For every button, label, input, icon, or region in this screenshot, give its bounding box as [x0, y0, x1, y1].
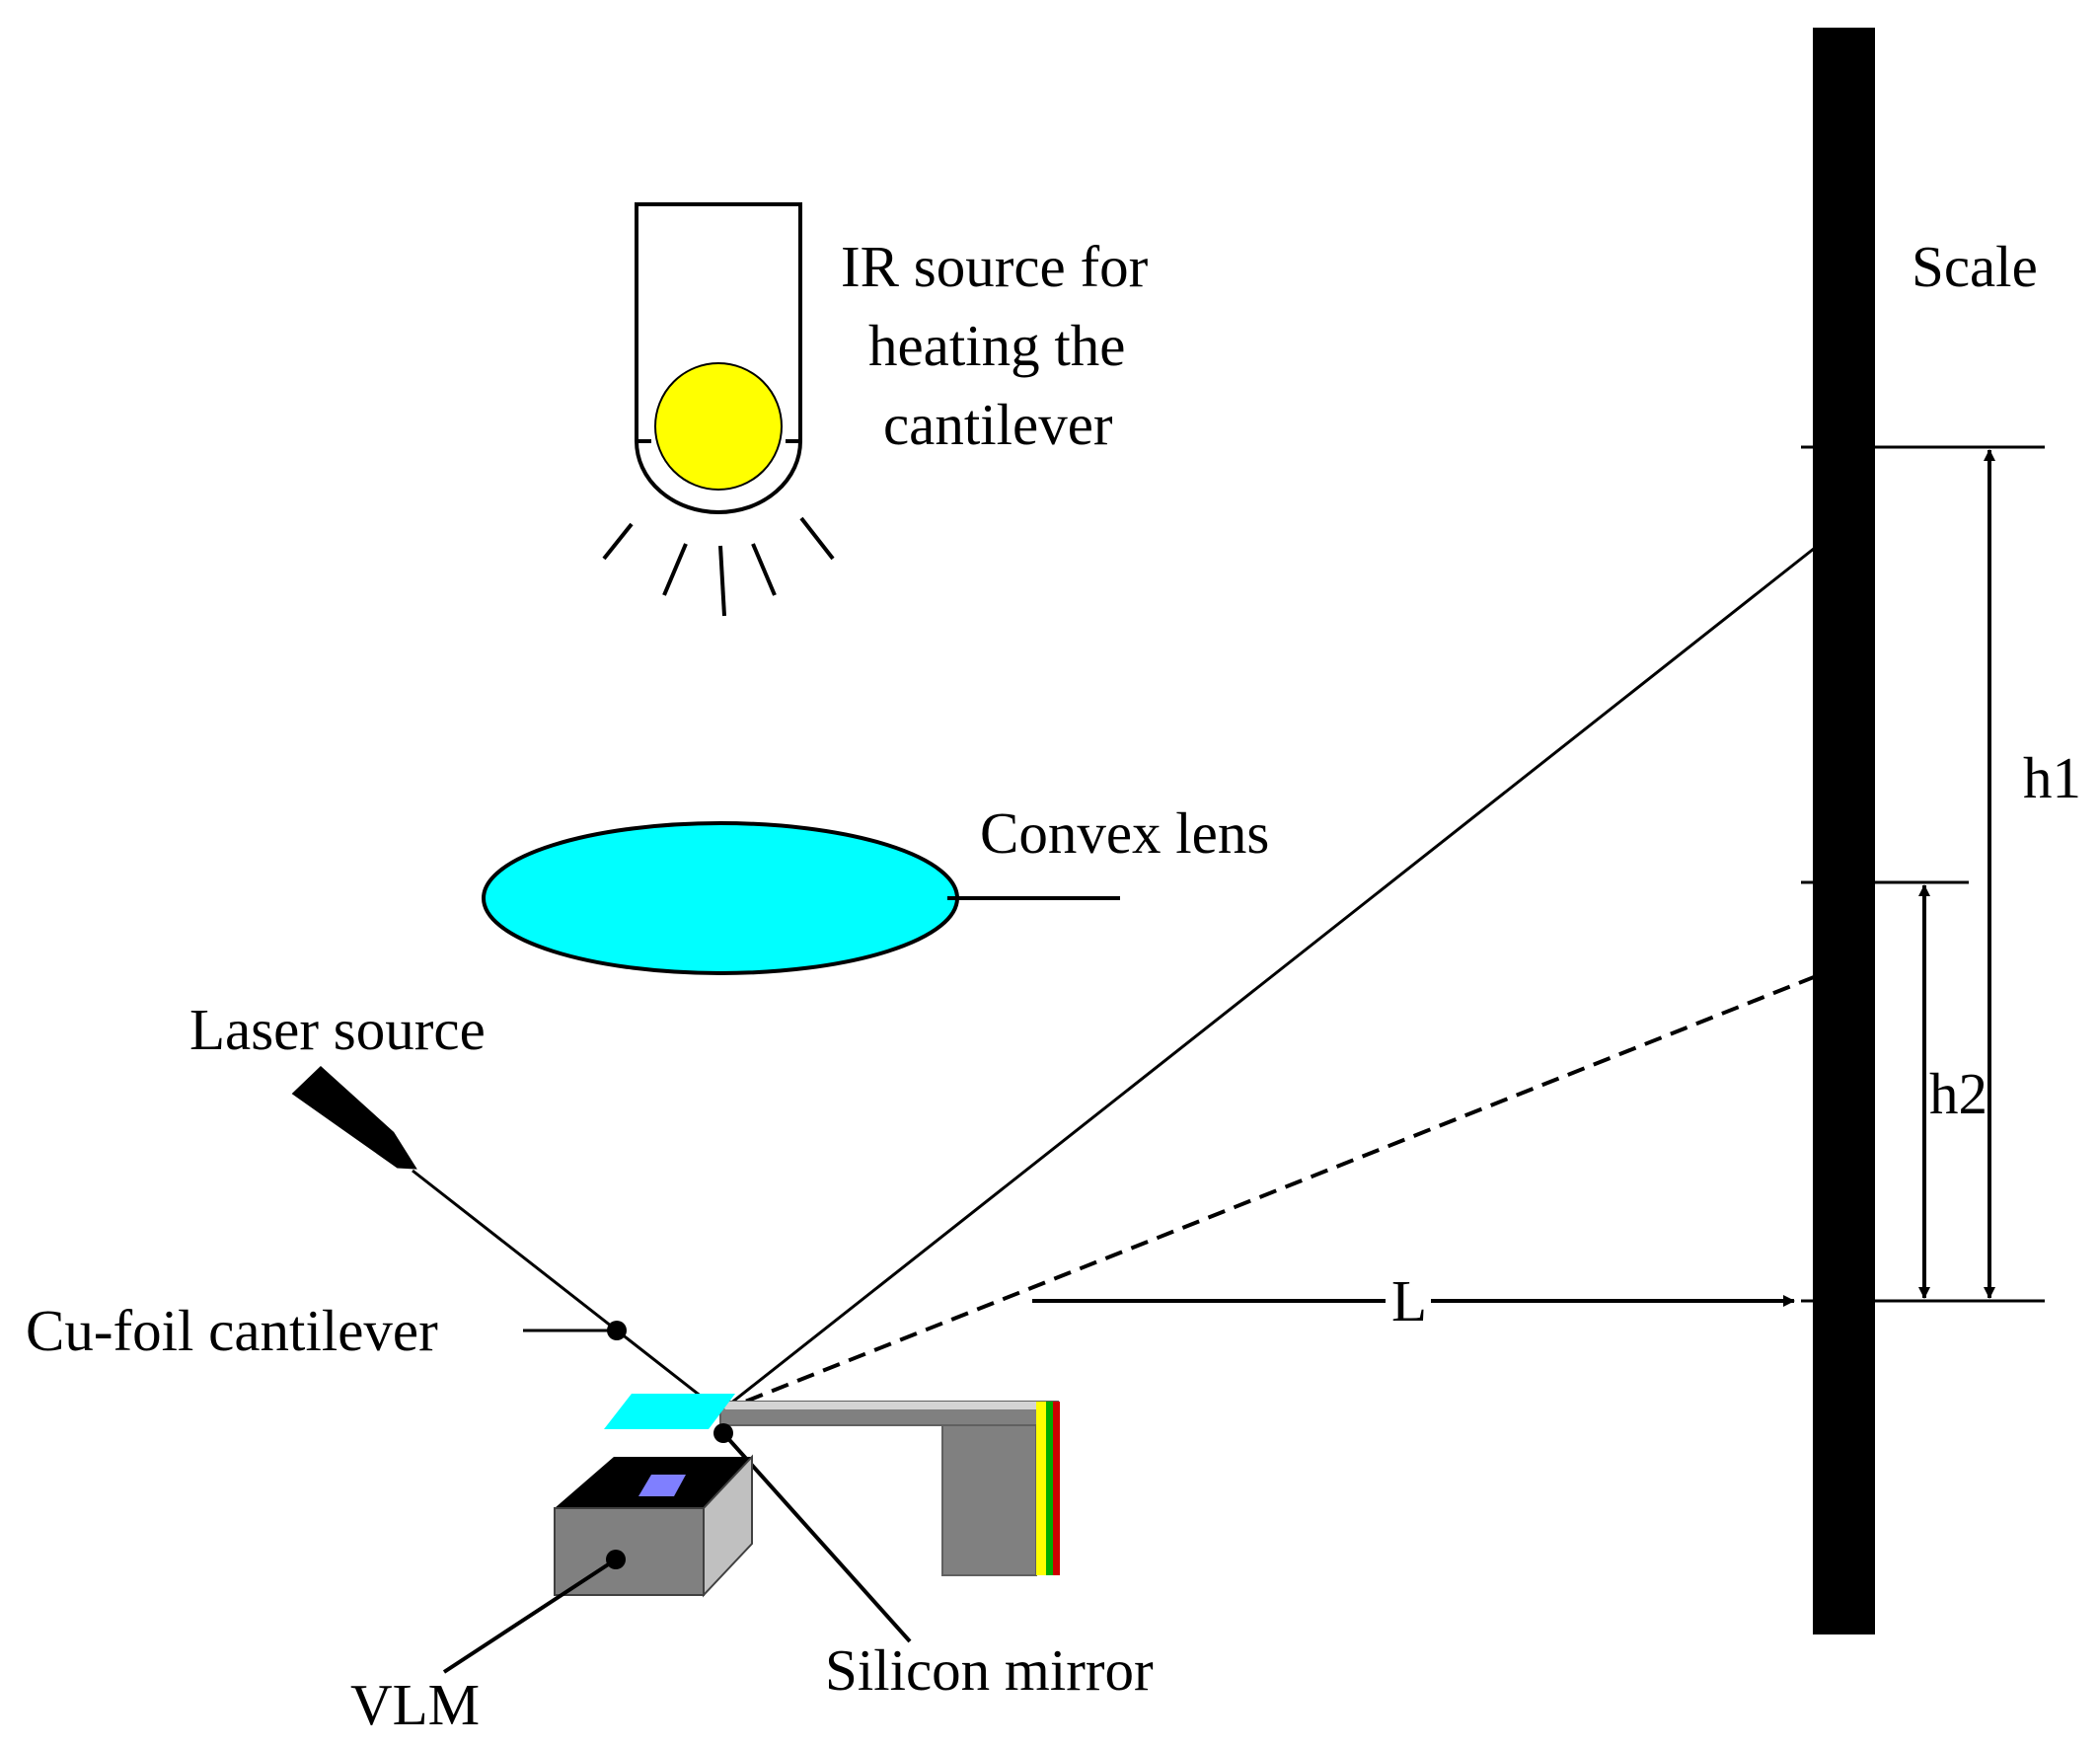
- distance-l-label: L: [1391, 1268, 1427, 1333]
- lamp-bulb: [654, 362, 783, 491]
- vlm-window: [638, 1475, 686, 1496]
- cantilever-stage: [719, 1401, 1060, 1576]
- h1-label: h1: [2023, 745, 2081, 810]
- scale-bar: [1813, 28, 1875, 1634]
- cantilever-label: Cu-foil cantilever: [26, 1298, 438, 1363]
- lamp-rays: [602, 516, 835, 617]
- vlm-label: VLM: [350, 1672, 480, 1737]
- scale-label: Scale: [1912, 234, 2038, 299]
- silicon-mirror-leader: [721, 1431, 912, 1643]
- silicon-mirror-label: Silicon mirror: [825, 1637, 1154, 1703]
- convex-lens: [482, 821, 959, 975]
- ir-source-label-line2: heating the: [868, 313, 1126, 378]
- ir-source-icon: [602, 202, 835, 617]
- vlm-device: [554, 1454, 753, 1598]
- lamp-reflector: [635, 440, 802, 514]
- reflected-beam-solid: [719, 539, 1825, 1413]
- incident-laser-beam: [412, 1169, 721, 1413]
- convex-lens-label: Convex lens: [980, 800, 1269, 866]
- h2-label: h2: [1929, 1061, 1988, 1126]
- vlm-leader: [442, 1558, 618, 1674]
- laser-source-label: Laser source: [189, 997, 486, 1062]
- reflected-beam-dashed: [719, 971, 1825, 1413]
- laser-source-icon: [291, 1065, 417, 1170]
- lamp-housing: [635, 202, 802, 441]
- vlm-side: [703, 1454, 753, 1598]
- ir-source-label-line1: IR source for: [841, 234, 1149, 299]
- ir-source-label-line3: cantilever: [883, 392, 1113, 457]
- silicon-mirror: [604, 1394, 735, 1429]
- vlm-front: [554, 1507, 705, 1596]
